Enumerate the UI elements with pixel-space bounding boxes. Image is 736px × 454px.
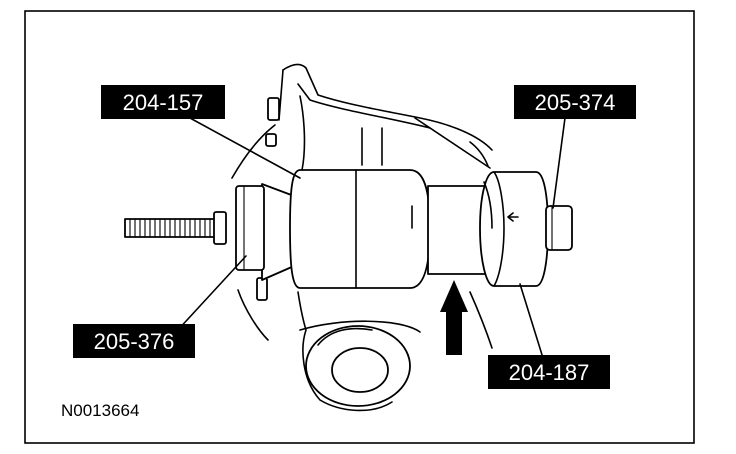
figure-id: N0013664 [61, 401, 139, 420]
label-205-376-text: 205-376 [94, 329, 175, 354]
label-204-187-text: 204-187 [509, 360, 590, 385]
label-204-187: 204-187 [488, 355, 610, 389]
threaded-rod [124, 211, 227, 245]
tool-204-187-cup [479, 171, 549, 287]
label-204-157: 204-157 [101, 85, 225, 119]
direction-up-arrow-icon [440, 280, 468, 355]
tool-204-157-body [289, 169, 431, 289]
diagram-frame [24, 10, 695, 444]
housing-bolts [256, 97, 280, 301]
tool-205-376-plate [235, 183, 295, 281]
pinion-flange [305, 325, 411, 407]
leader-lines [175, 117, 566, 359]
axle-housing [231, 63, 493, 412]
label-204-157-text: 204-157 [123, 90, 204, 115]
label-205-374-text: 205-374 [535, 90, 616, 115]
label-205-374: 205-374 [514, 85, 636, 119]
tool-205-374-nut [545, 205, 573, 251]
label-205-376: 205-376 [73, 324, 195, 358]
